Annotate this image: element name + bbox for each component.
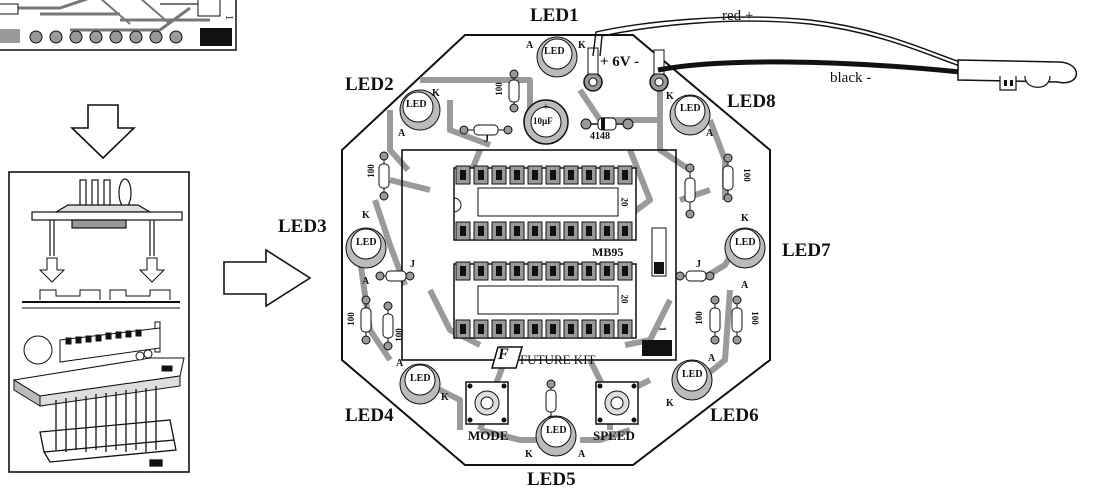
jumper-label-3: J: [696, 259, 701, 270]
led5-body-text: LED: [546, 425, 567, 436]
assembly-steps-panel: [0, 0, 237, 473]
led2-body: [399, 89, 441, 131]
resistor-value-2: 100: [365, 164, 376, 178]
svg-text:+: +: [543, 102, 549, 113]
led4-body: [399, 363, 441, 405]
led3-label: LED3: [278, 216, 327, 237]
led4-label: LED4: [345, 405, 394, 426]
pcb-board: +: [341, 34, 771, 466]
chip-pin20-lower: 20: [619, 294, 630, 304]
diode: [580, 117, 634, 131]
resistor-value-1: 100: [493, 82, 504, 96]
led4-body-text: LED: [410, 373, 431, 384]
led7-label: LED7: [782, 240, 831, 261]
led6-label: LED6: [710, 405, 759, 426]
diode-value: 4148: [590, 131, 610, 142]
black-wire: [657, 59, 961, 75]
led5-body: [535, 415, 577, 457]
capacitor-value: 10µF: [533, 116, 553, 126]
led6-body: [671, 359, 713, 401]
led1-anode: A: [526, 40, 534, 51]
led8-anode: A: [706, 128, 714, 139]
future-kit-logo-mark: [491, 346, 523, 369]
jumper-label-1: J: [484, 134, 489, 145]
resistor-value-7: 100: [749, 311, 760, 325]
assembled-board-perspective: [12, 321, 185, 407]
small-down-arrow-icon: [38, 257, 66, 283]
jumper-label-2: J: [410, 259, 415, 270]
led7-body-text: LED: [735, 237, 756, 248]
led5-anode: A: [578, 449, 586, 460]
led1-body-text: LED: [544, 46, 565, 57]
ic-side-view: [31, 178, 183, 256]
led7-anode: A: [741, 280, 749, 291]
top-pcb-pads: [29, 30, 183, 44]
battery-snap: [957, 59, 1078, 84]
led1-label: LED1: [530, 5, 579, 26]
power-label: + 6V -: [600, 54, 640, 70]
led2-label: LED2: [345, 74, 394, 95]
leds: [345, 36, 766, 457]
red-wire-label: red +: [722, 8, 754, 24]
socket-outline: [39, 289, 171, 300]
resistor-value-5: 100: [393, 328, 404, 342]
socket-pins-perspective: [39, 386, 177, 467]
down-arrow-icon: [70, 104, 136, 160]
top-pcb-fragment: [0, 0, 237, 51]
top-pcb-pin: 1: [223, 15, 234, 20]
resistor-value-4: 100: [345, 312, 356, 326]
led6-anode: A: [708, 353, 716, 364]
top-pcb-value: 0.1: [2, 5, 14, 14]
led2-body-text: LED: [406, 99, 427, 110]
led8-label: LED8: [727, 91, 776, 112]
led5-cathode: K: [525, 449, 533, 460]
chip-area: [401, 149, 677, 361]
led3-cathode: K: [362, 210, 370, 221]
led8-body: [669, 94, 711, 136]
power-pads: [583, 47, 669, 92]
battery-cable: [592, 16, 1078, 91]
led3-body: [345, 227, 387, 269]
brand-name: FUTURE KIT: [520, 352, 596, 367]
red-wire: [592, 16, 961, 63]
chip-label: MB95: [592, 245, 624, 259]
mode-button: [465, 381, 509, 425]
black-wire-label: black -: [830, 70, 872, 86]
mode-button-label: MODE: [468, 428, 509, 443]
ic-socket-lower: [453, 261, 637, 339]
led8-body-text: LED: [680, 103, 701, 114]
small-down-arrow-icon-2: [138, 257, 166, 283]
resistors: [360, 69, 743, 425]
brand-logo-letter: F: [498, 346, 509, 363]
led8-cathode: K: [666, 91, 674, 102]
led5-label: LED5: [527, 469, 576, 490]
led4-cathode: K: [441, 392, 449, 403]
ic-socket-upper: [453, 165, 637, 241]
speed-button: [595, 381, 639, 425]
chip-pin1: 1: [657, 326, 668, 332]
chip-pin20-upper: 20: [619, 197, 630, 207]
led2-anode: A: [398, 128, 406, 139]
led7-cathode: K: [741, 213, 749, 224]
resistor-value-6: 100: [693, 311, 704, 325]
capacitor: +: [523, 99, 569, 145]
led6-body-text: LED: [682, 369, 703, 380]
led1-body: [536, 36, 578, 78]
pcb-traces: [357, 77, 743, 443]
pin1-marker: [642, 340, 672, 356]
led2-cathode: K: [432, 88, 440, 99]
speed-button-label: SPEED: [593, 428, 635, 443]
led1-cathode: K: [578, 40, 586, 51]
resistor-value-3: 100: [741, 168, 752, 182]
led3-body-text: LED: [356, 237, 377, 248]
right-arrow-icon: [223, 248, 312, 308]
led7-body: [724, 227, 766, 269]
led6-cathode: K: [666, 398, 674, 409]
led3-anode: A: [362, 276, 370, 287]
led4-anode: A: [396, 358, 404, 369]
